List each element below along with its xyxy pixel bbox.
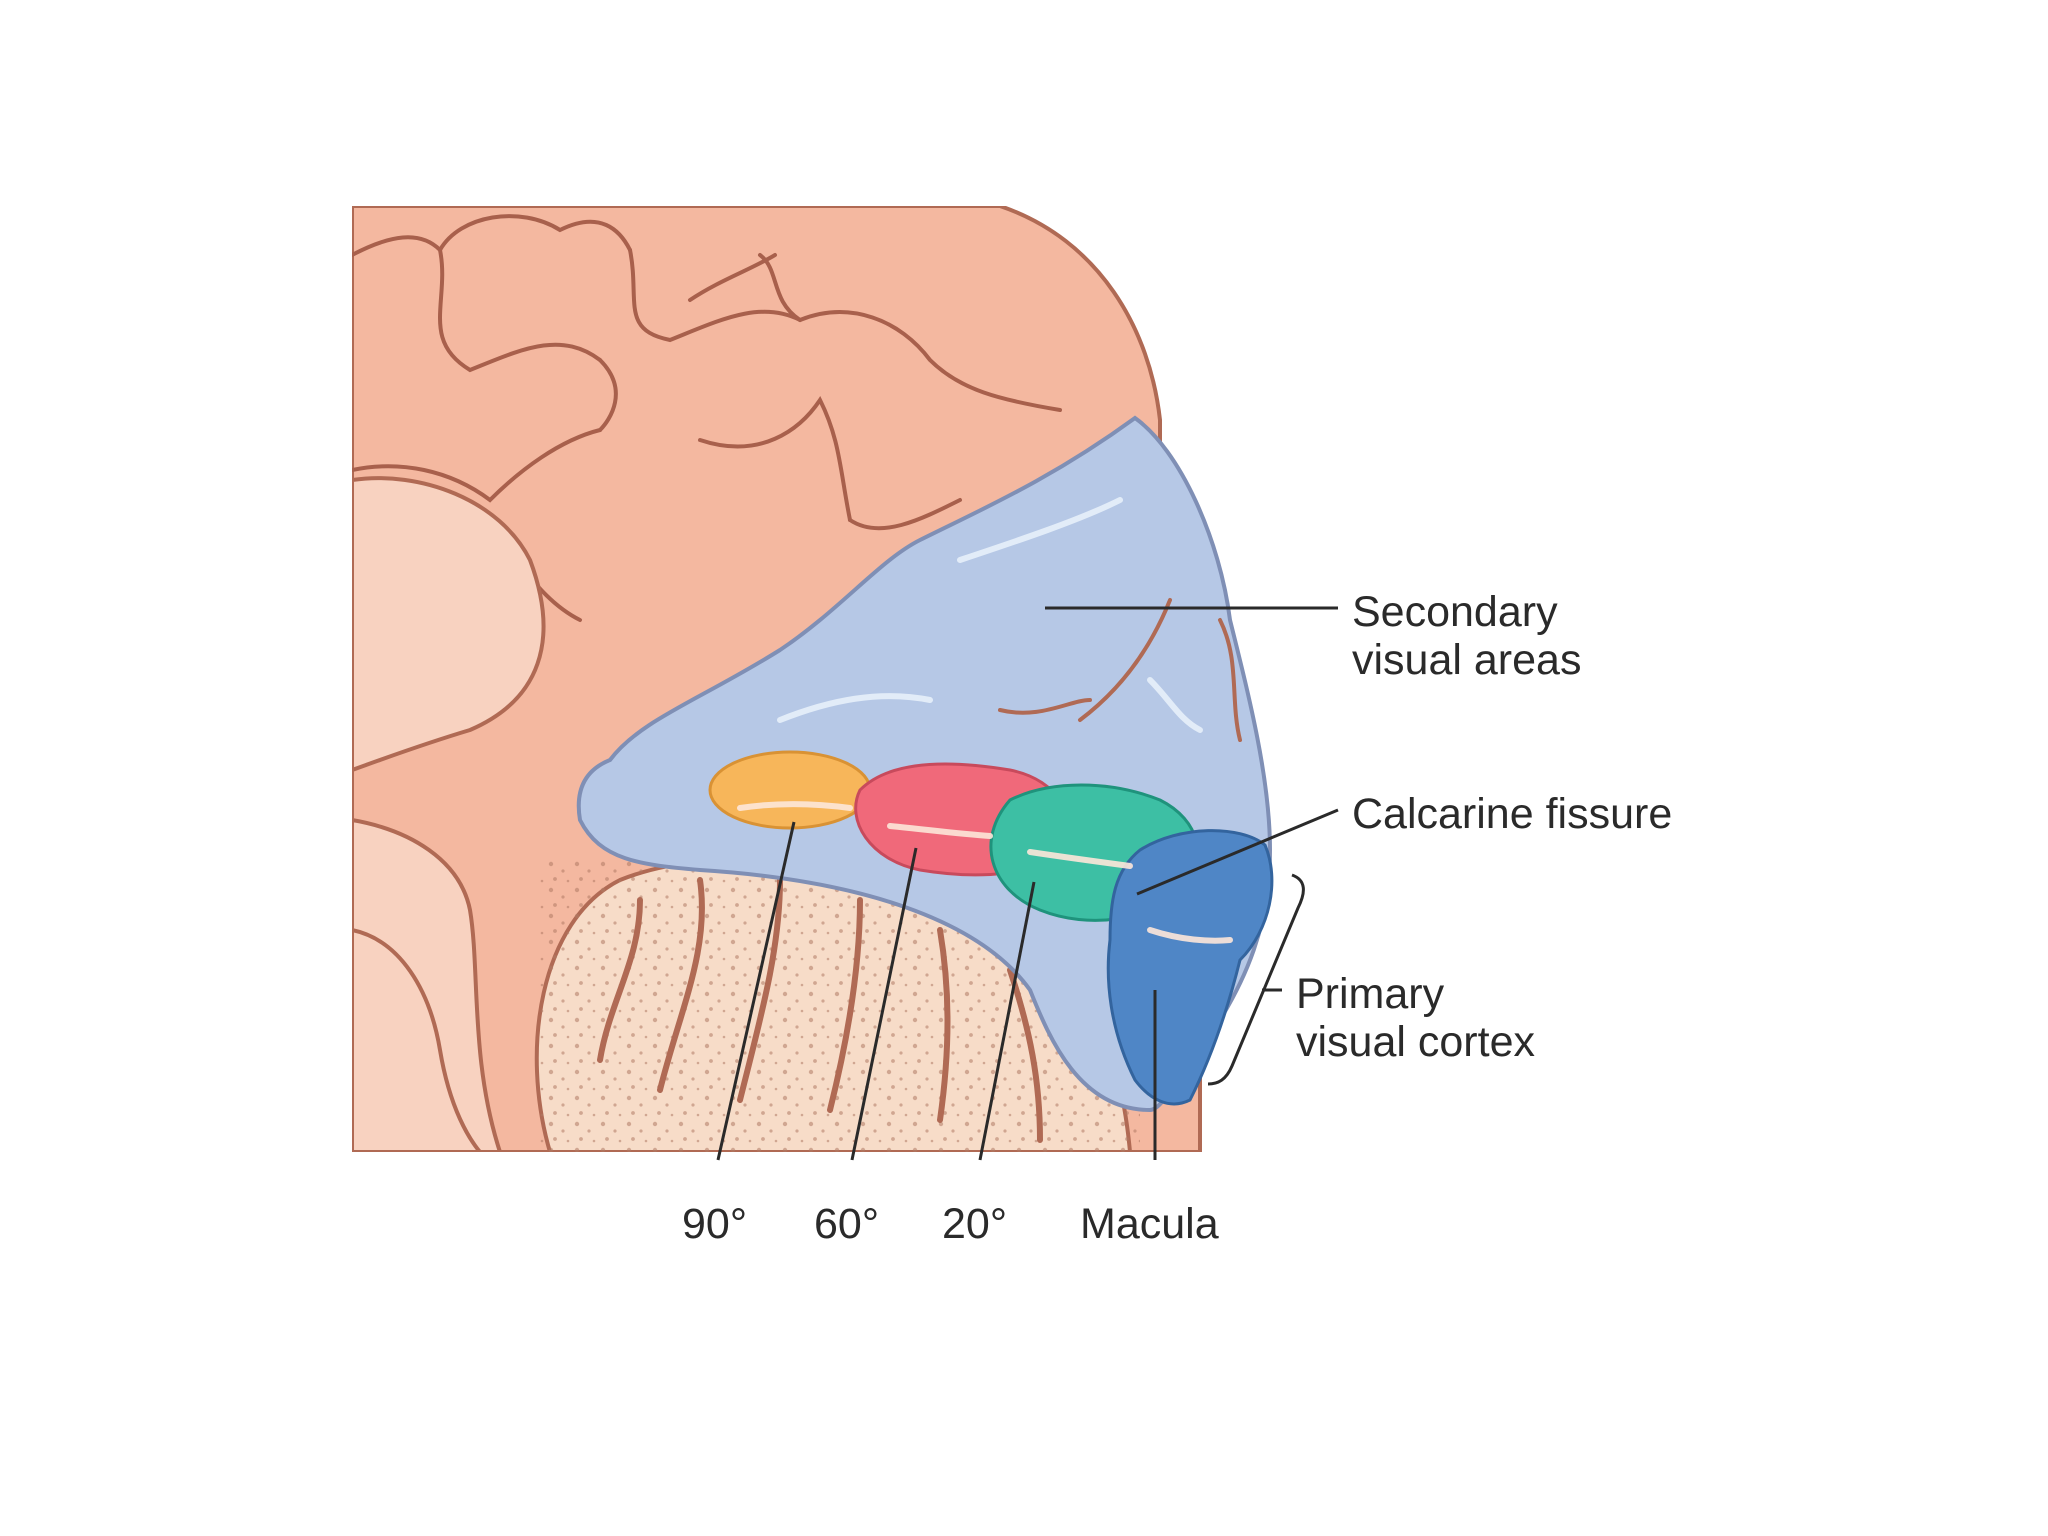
label-secondary-line2: visual areas xyxy=(1352,636,1581,684)
label-primary-line2: visual cortex xyxy=(1296,1018,1535,1066)
label-calcarine-fissure: Calcarine fissure xyxy=(1352,790,1672,838)
label-90-degrees: 90° xyxy=(682,1200,747,1248)
label-primary-line1: Primary xyxy=(1296,970,1444,1018)
label-60-degrees: 60° xyxy=(814,1200,879,1248)
label-macula: Macula xyxy=(1080,1200,1219,1248)
band-90-degrees xyxy=(710,752,870,828)
label-20-degrees: 20° xyxy=(942,1200,1007,1248)
label-secondary-line1: Secondary xyxy=(1352,588,1558,636)
